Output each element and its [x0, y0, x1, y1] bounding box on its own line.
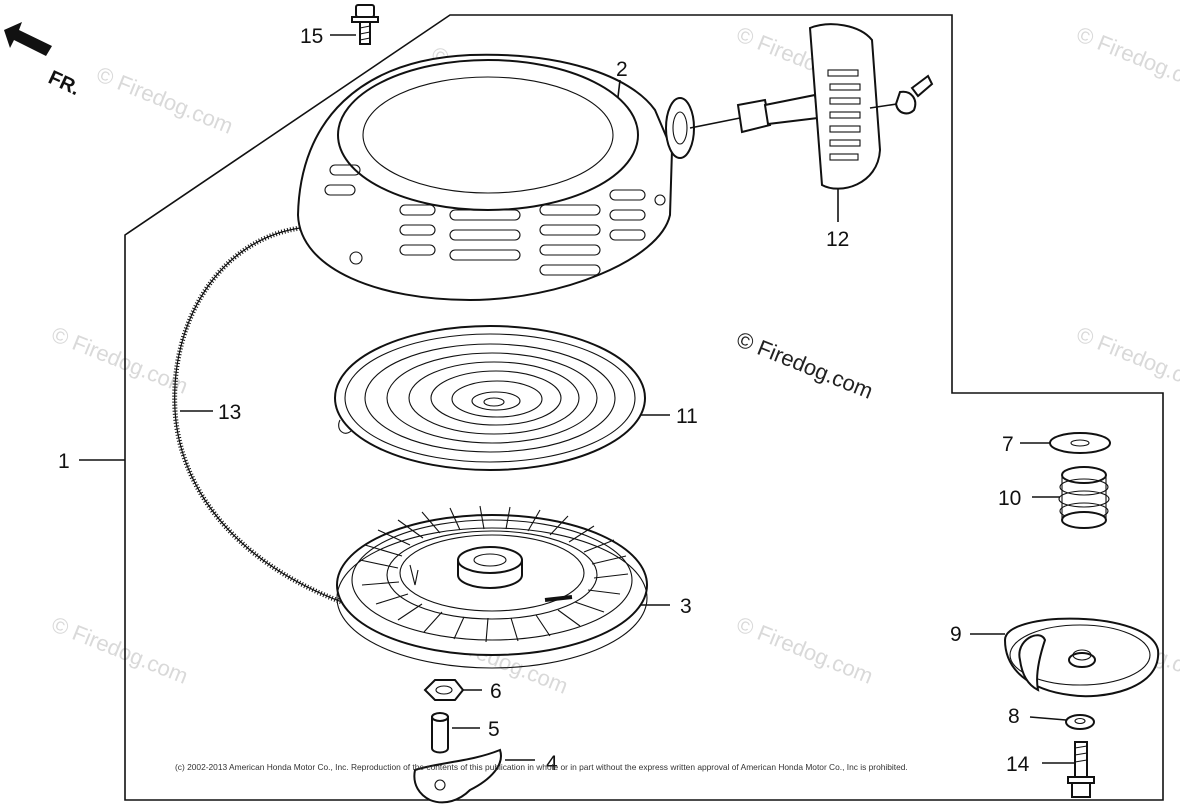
callout-9: 9	[950, 623, 962, 646]
callout-15: 15	[300, 25, 323, 48]
watermark-faint: © Firedog.com	[48, 611, 191, 688]
ratchet-icon	[413, 748, 502, 804]
leader-lines	[79, 34, 1075, 764]
callout-10: 10	[998, 487, 1021, 510]
bolt-icon	[351, 4, 379, 45]
spring-icon	[1058, 466, 1110, 529]
callout-2: 2	[616, 58, 628, 81]
callout-11: 11	[676, 405, 698, 428]
callout-6: 6	[490, 680, 502, 703]
drive-plate-icon	[1003, 617, 1160, 698]
front-direction-arrow: FR.	[4, 22, 83, 100]
nut-icon	[423, 679, 465, 701]
callout-7: 7	[1002, 433, 1014, 456]
recoil-reel-icon	[336, 505, 648, 669]
starter-grip-icon	[689, 23, 934, 190]
assembly-boundary	[124, 14, 1164, 801]
starter-cover-icon	[296, 53, 695, 302]
watermark-faint: © Firedog.com	[1073, 21, 1180, 98]
watermark-faint: © Firedog.com	[93, 61, 236, 138]
callout-1: 1	[58, 450, 70, 473]
recoil-spring-icon	[334, 325, 646, 471]
small-nut-icon	[1065, 714, 1095, 730]
direction-label: FR.	[45, 67, 83, 101]
flange-bolt-icon	[1067, 741, 1095, 798]
callout-12: 12	[826, 228, 849, 251]
watermark-faint: © Firedog.com	[733, 611, 876, 688]
callout-14: 14	[1006, 753, 1030, 776]
washer-icon	[1049, 432, 1111, 454]
watermark-faint: © Firedog.com	[48, 321, 191, 398]
callout-5: 5	[488, 718, 500, 741]
watermark-faint: © Firedog.com	[1073, 321, 1180, 398]
watermark-main: © Firedog.com	[733, 326, 876, 403]
callout-8: 8	[1008, 705, 1020, 728]
callout-numbers: 1 2 3 4 5 6 7 8 9 10 11 12 13 14 15	[58, 25, 1030, 776]
pin-icon	[431, 712, 449, 754]
callout-3: 3	[680, 595, 692, 618]
callout-4: 4	[546, 752, 558, 775]
callout-13: 13	[218, 401, 241, 424]
copyright-notice: (c) 2002-2013 American Honda Motor Co., …	[175, 762, 908, 772]
starter-rope-icon	[172, 225, 351, 608]
